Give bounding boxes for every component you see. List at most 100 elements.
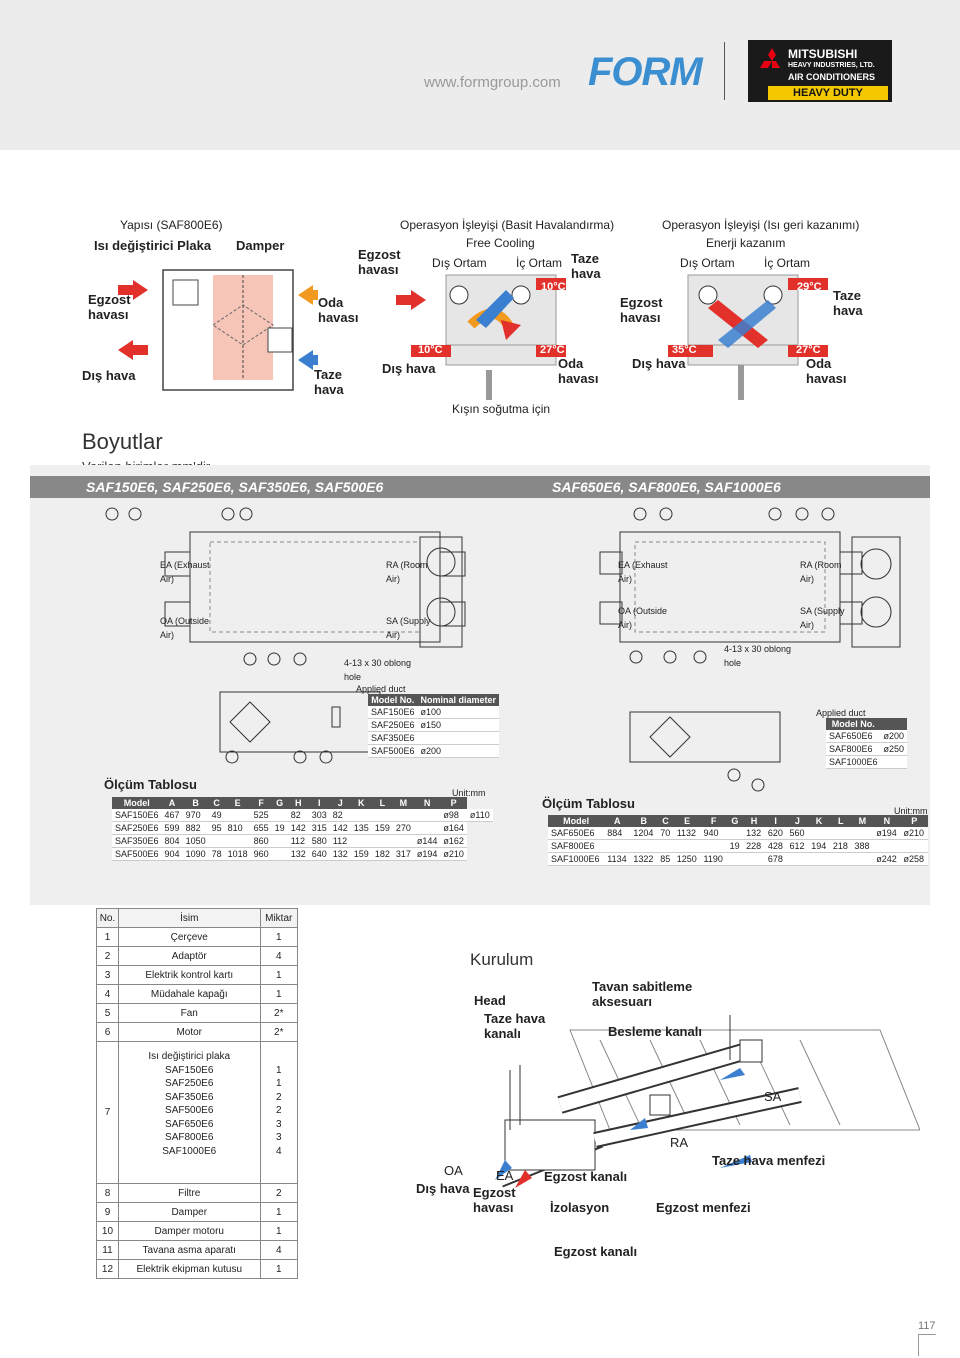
measure-col-header: Model xyxy=(112,797,162,809)
heat-exchanger-label: Isı değiştirici Plaka xyxy=(94,238,212,253)
measure-col-header: A xyxy=(161,797,183,809)
measure-cell xyxy=(829,827,852,840)
right-dimension-drawing xyxy=(599,507,901,792)
dimensions-title: Boyutlar xyxy=(82,429,163,454)
op-cooling-room-air: Oda havası xyxy=(558,356,599,386)
left-applied-duct: Applied duct xyxy=(356,684,406,694)
duct-model: SAF150E6 xyxy=(368,706,418,719)
part-qty-line: 3 xyxy=(275,1118,282,1130)
duct-dia: ø250 xyxy=(880,742,908,756)
part-qty-line: 4 xyxy=(275,1145,282,1157)
part-qty: 1 xyxy=(259,1202,298,1222)
measure-left-title: Ölçüm Tablosu xyxy=(104,777,197,792)
op-cooling-diagram xyxy=(396,274,566,400)
measure-col-header: F xyxy=(700,815,727,827)
op-cooling-indoor: İç Ortam xyxy=(516,256,563,270)
measure-cell: 804 xyxy=(161,834,183,848)
measure-cell: 970 xyxy=(182,809,209,822)
measure-cell xyxy=(900,839,928,853)
op-cooling-subtitle: Free Cooling xyxy=(466,236,535,250)
measure-cell: 1190 xyxy=(700,852,727,866)
parts-col-no: No. xyxy=(96,908,119,928)
part-qty-line xyxy=(261,1050,298,1064)
duct-model: SAF250E6 xyxy=(368,718,418,732)
duct-col-nominal xyxy=(880,718,908,730)
measure-col-header: G xyxy=(271,797,288,809)
left-ra-label: RA (Room Air) xyxy=(386,560,428,584)
measure-col-header: G xyxy=(726,815,744,827)
measure-cell xyxy=(371,834,393,848)
part-no: 12 xyxy=(96,1259,119,1279)
measure-cell: 228 xyxy=(743,839,765,853)
part-name: Damper xyxy=(117,1202,261,1222)
part-no: 4 xyxy=(96,984,119,1004)
measure-cell xyxy=(392,809,414,822)
measure-cell xyxy=(604,839,631,853)
duct-model: SAF800E6 xyxy=(826,742,881,756)
measure-cell: 1132 xyxy=(673,827,701,840)
duct-dia: ø100 xyxy=(417,706,500,719)
measure-cell: 112 xyxy=(287,834,309,848)
measure-col-header: K xyxy=(350,797,372,809)
op-recovery-fresh: Taze hava xyxy=(833,288,863,318)
measure-col-header: E xyxy=(673,815,701,827)
part-name: Müdahale kapağı xyxy=(117,984,261,1004)
duct-model: SAF500E6 xyxy=(368,744,418,758)
measure-cell: 1134 xyxy=(604,852,631,866)
measure-cell: 1204 xyxy=(630,827,658,840)
parts-col-qty: Miktar xyxy=(259,908,298,928)
measure-cell: 182 xyxy=(371,847,393,861)
part-name: Fan xyxy=(117,1003,261,1023)
measure-cell xyxy=(673,839,701,853)
part-name: Elektrik kontrol kartı xyxy=(117,965,261,985)
op-cooling-caption: Kışın soğutma için xyxy=(452,402,551,416)
part-no: 5 xyxy=(96,1003,119,1023)
measure-cell: 85 xyxy=(657,852,674,866)
measure-cell: 132 xyxy=(743,827,765,840)
duct-col-nominal: Nominal diameter xyxy=(417,694,500,706)
measure-cell: SAF350E6 xyxy=(112,834,162,848)
part-name-line: SAF800E6 xyxy=(165,1132,214,1143)
measure-cell: 95 xyxy=(208,821,225,835)
measure-col-header: I xyxy=(308,797,330,809)
measure-col-header: P xyxy=(900,815,928,827)
measure-cell xyxy=(224,809,251,822)
measure-cell xyxy=(630,839,658,853)
outside-air-label: Dış hava xyxy=(82,368,136,383)
measure-cell xyxy=(829,852,852,866)
room-air-label: Oda havası xyxy=(318,295,359,325)
page-corner-line xyxy=(918,1334,919,1356)
installation-exhaust-duct-1: Egzost kanalı xyxy=(544,1169,628,1184)
part-qty: 1 xyxy=(259,927,298,947)
op-recovery-diagram xyxy=(668,274,828,400)
installation-fresh-duct: Taze hava kanalı xyxy=(484,1011,546,1041)
installation-head: Head xyxy=(474,993,506,1008)
measure-cell: 525 xyxy=(250,809,272,822)
installation-ra: RA xyxy=(670,1135,689,1150)
measure-cell: 19 xyxy=(726,839,744,853)
measure-cell: 655 xyxy=(250,821,272,835)
measure-cell: SAF500E6 xyxy=(112,847,162,861)
website-url[interactable]: www.formgroup.com xyxy=(424,74,561,91)
measure-col-header: J xyxy=(329,797,351,809)
measure-cell xyxy=(413,809,441,822)
measure-cell: 1090 xyxy=(182,847,209,861)
part-name-line: SAF500E6 xyxy=(165,1105,214,1116)
measure-col-header: B xyxy=(630,815,658,827)
right-hole-label: 4-13 x 30 oblong hole xyxy=(724,644,792,668)
mitsubishi-brand: MITSUBISHI xyxy=(788,47,858,61)
measure-cell xyxy=(851,827,874,840)
measure-cell: 620 xyxy=(764,827,787,840)
measure-cell xyxy=(371,809,393,822)
measure-cell: 315 xyxy=(308,821,330,835)
part-name-line: SAF350E6 xyxy=(165,1091,214,1103)
measure-cell xyxy=(726,827,744,840)
